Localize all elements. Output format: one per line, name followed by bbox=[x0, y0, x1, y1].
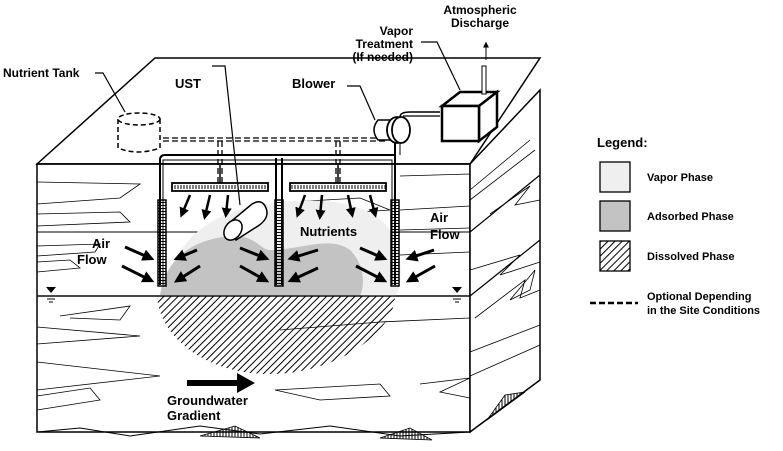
legend-title: Legend: bbox=[597, 135, 648, 150]
air-flow-arrows bbox=[121, 245, 436, 283]
water-table-symbol-right bbox=[450, 287, 464, 303]
label-vapor-treatment-1: Vapor bbox=[380, 24, 414, 38]
nutrient-supply-lines bbox=[145, 137, 385, 183]
label-atmospheric-discharge-2: Discharge bbox=[451, 16, 509, 30]
label-nutrients: Nutrients bbox=[300, 224, 357, 239]
legend-swatch-adsorbed bbox=[599, 200, 631, 232]
label-groundwater-gradient-2: Gradient bbox=[167, 408, 221, 423]
label-nutrient-tank: Nutrient Tank bbox=[3, 66, 80, 80]
legend-label-dissolved: Dissolved Phase bbox=[647, 251, 734, 263]
legend: Legend: Vapor Phase Adsorbed Phase Disso… bbox=[590, 135, 760, 317]
label-air-flow-left-1: Air bbox=[92, 236, 110, 251]
legend-label-optional-2: in the Site Conditions bbox=[647, 305, 760, 317]
nutrient-flow-arrows bbox=[179, 194, 379, 220]
label-ust: UST bbox=[175, 76, 201, 91]
label-vapor-treatment-2: Treatment bbox=[356, 37, 413, 51]
water-table-symbol-left bbox=[44, 287, 58, 303]
dissolved-phase-zone bbox=[157, 296, 395, 375]
underground-storage-tank bbox=[223, 201, 268, 242]
nutrient-tank bbox=[117, 112, 161, 153]
leader-lines bbox=[95, 41, 461, 206]
label-air-flow-right-1: Air bbox=[430, 210, 448, 225]
legend-swatch-dissolved bbox=[599, 240, 631, 272]
discharge-stack bbox=[481, 41, 489, 95]
label-air-flow-right-2: Flow bbox=[430, 227, 460, 242]
well-screen-right bbox=[390, 199, 400, 287]
label-groundwater-gradient-1: Groundwater bbox=[167, 393, 248, 408]
legend-swatch-vapor bbox=[599, 161, 631, 193]
blower bbox=[373, 111, 440, 144]
vapor-treatment-unit bbox=[438, 89, 501, 144]
well-screen-left bbox=[157, 199, 167, 287]
well-screen-middle bbox=[274, 199, 284, 287]
legend-label-adsorbed: Adsorbed Phase bbox=[647, 211, 734, 223]
legend-label-optional-1: Optional Depending bbox=[647, 291, 752, 303]
groundwater-gradient-arrow bbox=[187, 373, 255, 393]
label-atmospheric-discharge-1: Atmospheric bbox=[443, 3, 517, 17]
legend-label-vapor: Vapor Phase bbox=[647, 172, 713, 184]
bedrock-edge bbox=[36, 379, 541, 441]
label-vapor-treatment-3: (If needed) bbox=[352, 50, 413, 64]
label-air-flow-left-2: Flow bbox=[77, 252, 107, 267]
infiltration-gallery-left bbox=[171, 165, 269, 192]
label-blower: Blower bbox=[292, 76, 335, 91]
infiltration-gallery-right bbox=[289, 165, 387, 192]
